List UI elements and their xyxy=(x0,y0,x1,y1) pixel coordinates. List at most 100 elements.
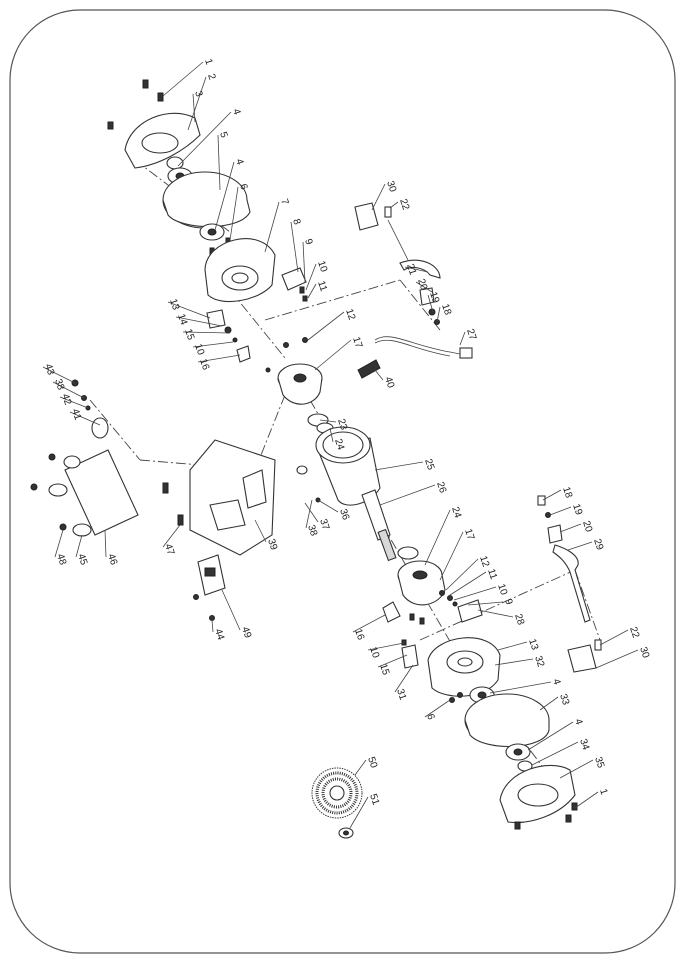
callout-number: 29 xyxy=(591,538,605,552)
callout-leader xyxy=(497,641,528,651)
callout-number: 17 xyxy=(350,336,364,350)
callout-leader xyxy=(42,366,76,384)
callout-leader xyxy=(319,419,337,423)
callout-leader xyxy=(54,529,64,558)
callout-number: 42 xyxy=(59,393,73,407)
callout-leader xyxy=(599,629,629,646)
callout-number: 32 xyxy=(532,655,546,669)
lower-right-shield-assembly xyxy=(537,495,602,673)
callout-number: 4 xyxy=(230,108,242,117)
callout-leader xyxy=(305,263,317,291)
callout-number: 51 xyxy=(367,793,381,807)
callout-number: 50 xyxy=(365,756,379,770)
callout-number: 49 xyxy=(239,626,253,640)
callout-leader xyxy=(264,201,280,253)
callout-number: 22 xyxy=(627,626,641,640)
callout-number: 3 xyxy=(192,90,204,99)
callout-leader xyxy=(445,558,479,591)
callout-number: 4 xyxy=(572,718,584,727)
callout-leader xyxy=(214,161,235,231)
callout-number: 10 xyxy=(192,343,206,357)
callout-number: 15 xyxy=(182,328,196,342)
callout-leader xyxy=(567,541,593,551)
callout-number: 48 xyxy=(54,553,68,567)
callout-leader xyxy=(439,531,464,581)
callout-leader xyxy=(304,502,319,523)
callout-leader xyxy=(424,699,451,718)
callout-number: 20 xyxy=(580,520,594,534)
callout-number: 20 xyxy=(415,278,429,292)
callout-number: 9 xyxy=(302,238,314,247)
callout-leader xyxy=(290,221,299,273)
base-39 xyxy=(189,439,276,556)
callout-leader xyxy=(162,524,181,548)
callout-leader xyxy=(175,316,223,327)
callout-leader xyxy=(354,759,367,776)
callout-leader xyxy=(329,427,334,443)
callout-number: 2 xyxy=(205,73,217,82)
callout-leader xyxy=(217,134,221,191)
eye-shield-30 xyxy=(354,202,379,231)
callout-leader xyxy=(192,341,234,348)
callout-leader xyxy=(574,791,599,809)
callout-number: 44 xyxy=(212,628,226,642)
callout-leader xyxy=(527,721,574,751)
callout-leader xyxy=(394,664,414,693)
callout-number: 21 xyxy=(404,263,418,277)
callout-number: 38 xyxy=(305,524,319,538)
upper-left-wheel-assembly xyxy=(107,79,323,405)
callout-number: 18 xyxy=(439,303,453,317)
callout-leader xyxy=(459,331,466,346)
callout-leader xyxy=(542,489,562,501)
callout-number: 7 xyxy=(278,198,290,207)
callout-leader xyxy=(221,589,241,631)
callout-number: 9 xyxy=(502,598,514,607)
base-assembly xyxy=(30,379,276,621)
callout-leader xyxy=(415,281,433,293)
knob-16-lower xyxy=(382,601,401,623)
callout-leader xyxy=(305,499,313,529)
callout-leader xyxy=(229,186,239,241)
callout-number: 1 xyxy=(597,788,609,797)
callout-number: 45 xyxy=(75,553,89,567)
callout-leader xyxy=(52,381,85,399)
callout-number: 16 xyxy=(197,358,211,372)
callout-number: 36 xyxy=(337,508,351,522)
callout-leader xyxy=(197,354,241,363)
callout-number: 31 xyxy=(394,688,408,702)
callout-leader xyxy=(379,484,436,506)
callout-number: 13 xyxy=(526,638,540,652)
callout-number: 18 xyxy=(560,486,574,500)
callout-number: 38 xyxy=(52,378,66,392)
power-cord-27 xyxy=(374,336,466,356)
shield-arm-29 xyxy=(552,544,591,623)
callout-leader xyxy=(539,696,559,711)
callout-leader xyxy=(182,331,231,334)
callout-leader xyxy=(349,796,369,829)
callout-number: 35 xyxy=(592,756,606,770)
callout-number: 40 xyxy=(382,376,396,390)
callout-number: 10 xyxy=(315,260,329,274)
callout-leader xyxy=(436,306,441,323)
callout-number: 30 xyxy=(384,180,398,194)
eye-shield-bracket-8 xyxy=(281,267,307,291)
callout-leader xyxy=(389,201,399,209)
callout-leader xyxy=(559,523,582,533)
base-plate-46 xyxy=(64,449,139,536)
callout-number: 16 xyxy=(352,628,366,642)
callout-leader xyxy=(352,614,386,633)
callout-number: 39 xyxy=(265,538,279,552)
spacer-41 xyxy=(91,417,109,439)
callout-number: 10 xyxy=(495,583,509,597)
callout-leader xyxy=(192,93,196,123)
callout-number: 46 xyxy=(105,553,119,567)
wire-brush-50 xyxy=(311,767,363,819)
callout-leader xyxy=(187,76,207,131)
callout-leader xyxy=(467,601,504,606)
callout-number: 14 xyxy=(175,313,189,327)
upper-right-shield-assembly xyxy=(354,202,473,379)
callout-number: 11 xyxy=(485,568,499,582)
callout-leader xyxy=(424,509,451,566)
screw-1-part xyxy=(142,79,149,89)
